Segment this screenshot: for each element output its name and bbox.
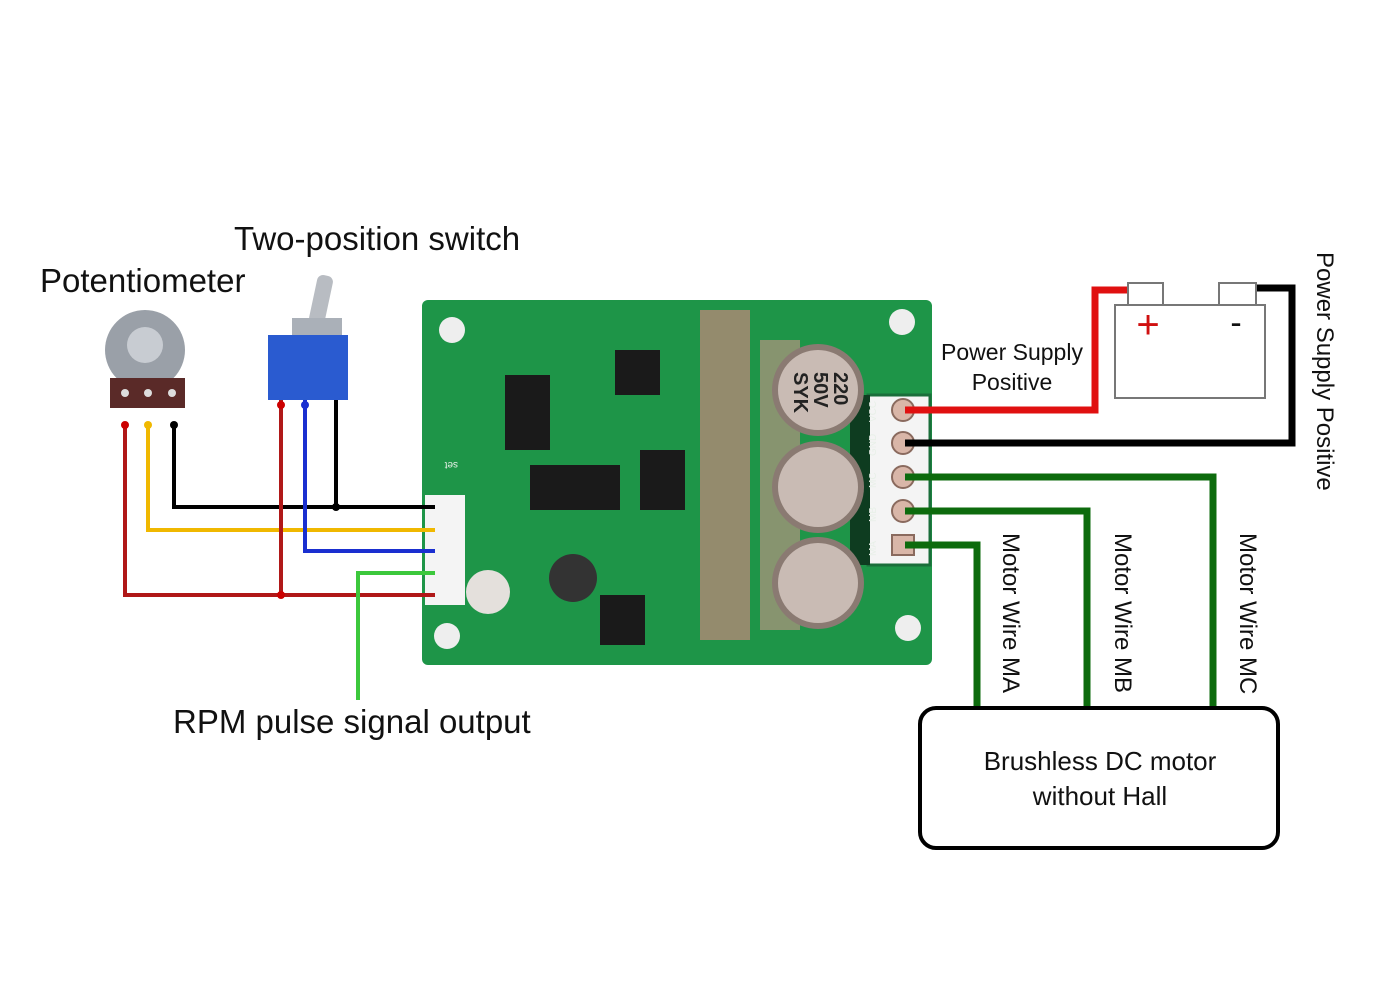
wire-rpm-green: [356, 571, 435, 700]
heatsink: [700, 310, 750, 640]
motor-box: [918, 706, 1280, 850]
pin-label-ma: MA: [868, 541, 879, 556]
battery-minus-sign: -: [1230, 304, 1241, 342]
capacitor-marking: 220: [829, 372, 851, 405]
motor-label-2: without Hall: [1032, 781, 1167, 811]
wire-pot-black: [172, 425, 435, 509]
pin-label-mc: MC: [868, 472, 879, 488]
two-position-switch: [268, 274, 348, 400]
power-supply-label-2: Positive: [972, 369, 1053, 395]
switch-label: Two-position switch: [234, 220, 520, 257]
capacitor-marking: 50V: [809, 372, 831, 408]
mosfet: [600, 595, 645, 645]
capacitor: [466, 344, 864, 629]
motor-label: Brushless DC motor: [984, 746, 1217, 776]
motor-wire-mb-label: Motor Wire MB: [1109, 533, 1136, 693]
wire-pot-red: [123, 425, 435, 597]
wire-mc: [905, 473, 1217, 710]
wire-ma: [905, 541, 981, 710]
motor-wire-mc-label: Motor Wire MC: [1234, 533, 1261, 694]
set-label: set: [444, 459, 458, 470]
potentiometer-label: Potentiometer: [40, 262, 245, 299]
wires: [123, 284, 1296, 710]
wire-gnd: [905, 284, 1296, 447]
ic-chip: [505, 375, 550, 450]
potentiometer: [105, 310, 185, 408]
controller-board: set 220 50V SYK VCC GND MC MB MA: [422, 300, 932, 665]
pin-label-mb: MB: [868, 507, 879, 522]
power-supply-label: Power Supply: [941, 339, 1083, 365]
motor-wire-ma-label: Motor Wire MA: [997, 533, 1024, 693]
battery: + -: [1114, 282, 1266, 399]
wire-mb: [905, 507, 1091, 710]
wire-vcc: [905, 286, 1130, 414]
capacitor-marking: SYK: [789, 372, 811, 414]
ic-chip: [640, 450, 685, 510]
battery-plus-sign: +: [1136, 303, 1159, 347]
rpm-label: RPM pulse signal output: [173, 703, 531, 740]
ic-chip: [615, 350, 660, 395]
wire-switch-blue: [303, 400, 435, 553]
ic-chip: [530, 465, 620, 510]
power-supply-vertical-label: Power Supply Positive: [1311, 252, 1338, 491]
pin-label-vcc: VCC: [868, 401, 879, 422]
wire-pot-yellow: [146, 425, 435, 532]
pin-label-gnd: GND: [868, 434, 879, 456]
